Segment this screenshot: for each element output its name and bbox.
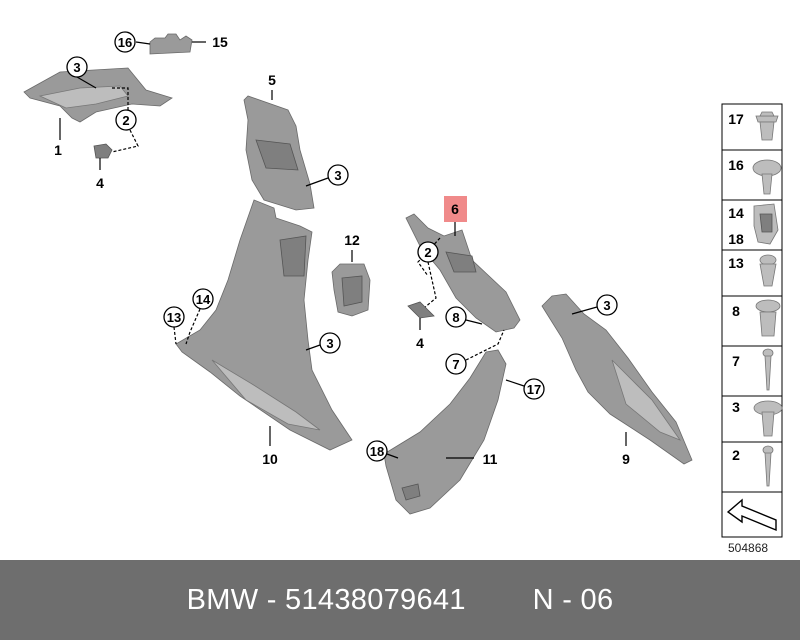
callout-2-b: 2 [424,245,431,260]
legend-label-3: 3 [732,399,740,415]
part-4-clip-a[interactable] [93,143,113,159]
diagram-id: 504868 [728,541,769,555]
part-10-b-pillar[interactable] [175,199,353,451]
parts-diagram-area: 16 15 3 1 2 4 5 3 10 3 14 13 12 [23,31,783,555]
callout-7: 7 [452,357,459,372]
callout-12: 12 [344,232,360,248]
part-11-lower-trim[interactable] [383,349,507,515]
legend-label-17: 17 [728,111,744,127]
fastener-8-icon [755,299,781,337]
callout-18: 18 [370,444,384,459]
part-9-c-pillar[interactable] [541,293,693,465]
callout-8: 8 [452,310,459,325]
callout-13: 13 [167,310,181,325]
legend-label-7: 7 [732,353,740,369]
callout-15: 15 [212,34,228,50]
part-12-vent[interactable] [331,263,371,317]
fastener-3-icon [753,400,783,437]
callout-6: 6 [451,201,459,217]
footer-bar: BMW - 51438079641 N - 06 [0,560,800,640]
part-4-clip-b[interactable] [407,301,435,319]
callout-16: 16 [118,35,132,50]
callout-3-a: 3 [73,60,80,75]
fastener-17-icon [755,111,779,141]
legend-label-16: 16 [728,157,744,173]
fastener-2-screw-icon [762,445,774,487]
part-5-pillar-upper[interactable] [243,95,315,211]
part-clip-15[interactable] [149,33,193,55]
highlight-box-6 [444,196,467,222]
footer-position: N - 06 [532,584,614,616]
part-1-panel[interactable] [23,67,173,123]
callout-3-b: 3 [334,168,341,183]
callout-1: 1 [54,142,62,158]
fastener-16-icon [752,159,782,195]
fastener-legend: 17 16 14 18 13 8 7 [721,103,783,538]
legend-label-8: 8 [732,303,740,319]
callout-3-d: 3 [603,298,610,313]
callout-17: 17 [527,382,541,397]
callout-2-a: 2 [122,113,129,128]
callout-14: 14 [196,292,211,307]
fastener-13-icon [759,254,777,287]
direction-arrow-icon [726,498,777,532]
footer-text: BMW - 51438079641 N - 06 [186,584,614,616]
footer-brand: BMW [186,584,259,616]
callout-9: 9 [622,451,630,467]
legend-label-18: 18 [728,231,744,247]
callout-10: 10 [262,451,278,467]
legend-label-14: 14 [728,205,744,221]
legend-label-2: 2 [732,447,740,463]
callout-4-a: 4 [96,175,104,191]
fastener-14-18-icon [753,203,779,245]
footer-part-number: 51438079641 [285,584,466,616]
callout-circle-16 [114,31,136,53]
parts-diagram: 16 15 3 1 2 4 5 3 10 3 14 13 12 [23,31,783,538]
callout-3-c: 3 [326,336,333,351]
callout-5: 5 [268,72,276,88]
fastener-7-screw-icon [762,348,774,391]
callout-11: 11 [483,451,498,467]
legend-label-13: 13 [728,255,744,271]
callout-4-b: 4 [416,335,424,351]
